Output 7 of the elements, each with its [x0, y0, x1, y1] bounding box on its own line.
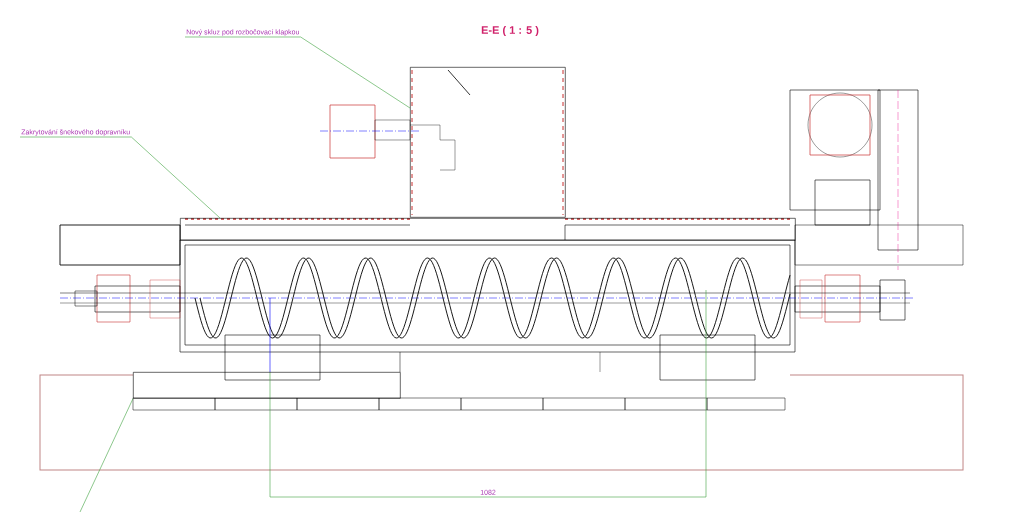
leader-line [19, 136, 221, 219]
leader-line [79, 398, 134, 513]
part-outline [180, 218, 796, 241]
drawing-title: E-E ( 1 : 5 ) [481, 25, 539, 37]
part-outline [133, 372, 401, 399]
leader-line [184, 36, 411, 109]
part-outline [410, 67, 566, 218]
